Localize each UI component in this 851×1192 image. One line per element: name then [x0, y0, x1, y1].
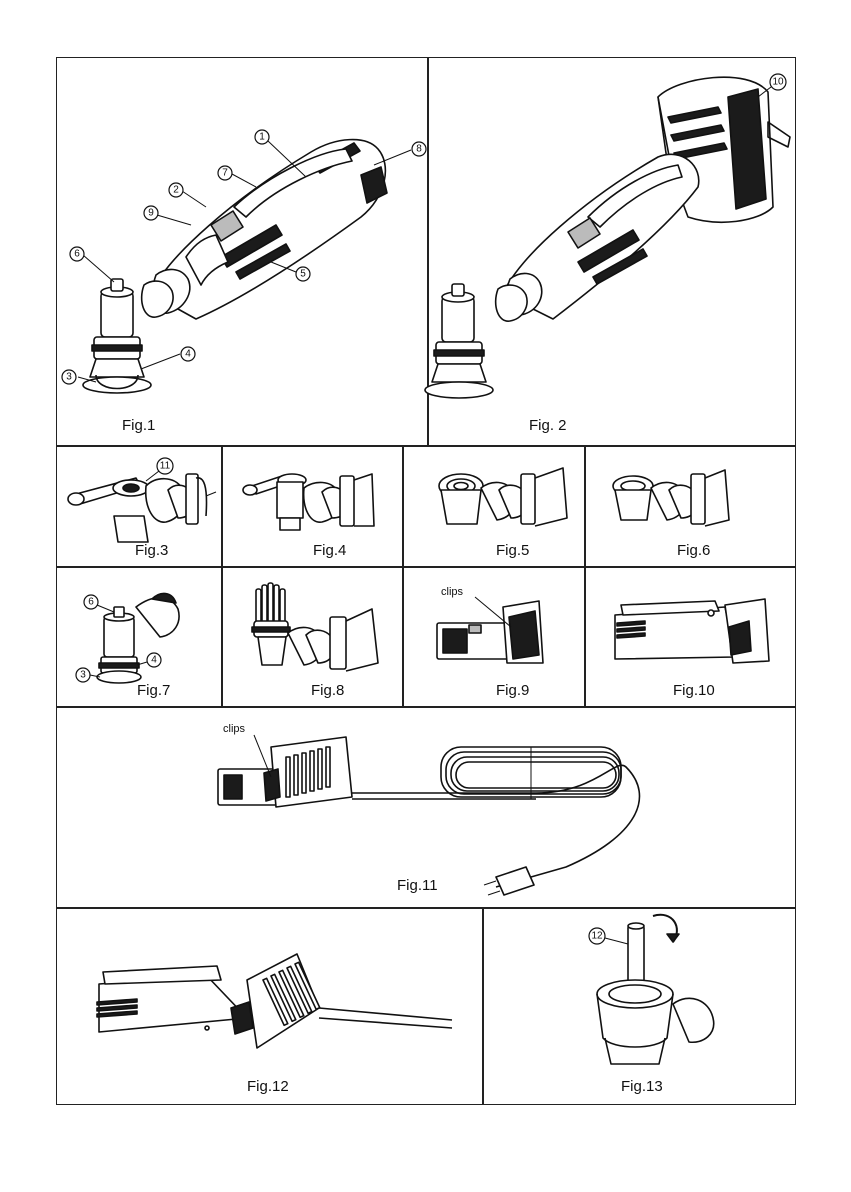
caption-fig3: Fig.3: [135, 543, 168, 558]
caption-fig5: Fig.5: [496, 543, 529, 558]
callout-3-fig7: 3: [80, 670, 86, 681]
fig9-battery-clips-illustration: clips: [403, 567, 584, 706]
caption-fig2: Fig. 2: [529, 418, 567, 433]
caption-fig12: Fig.12: [247, 1079, 289, 1094]
callout-6-fig7: 6: [88, 597, 94, 608]
caption-fig4: Fig.4: [313, 543, 346, 558]
clips-label-fig11: clips: [223, 723, 246, 735]
fig5-pad-removed-illustration: [403, 446, 584, 566]
fig13-spindle-tightening-illustration: 12: [483, 908, 796, 1105]
callout-11: 11: [160, 461, 171, 472]
clips-label-fig9: clips: [441, 586, 464, 598]
callout-6: 6: [74, 249, 80, 260]
callout-1: 1: [259, 132, 265, 143]
caption-fig8: Fig.8: [311, 683, 344, 698]
caption-fig11: Fig.11: [397, 878, 438, 893]
caption-fig9: Fig.9: [496, 683, 529, 698]
callout-10: 10: [772, 77, 784, 88]
caption-fig7: Fig.7: [137, 683, 170, 698]
callout-9: 9: [148, 208, 154, 219]
fig2-polisher-with-battery-illustration: 10: [428, 57, 796, 445]
fig12-cord-adapter-attached-illustration: [57, 908, 482, 1105]
rotation-arrow-icon: [667, 934, 679, 942]
callout-12: 12: [591, 931, 603, 942]
callout-4: 4: [185, 349, 191, 360]
callout-8: 8: [416, 144, 422, 155]
callout-7: 7: [222, 168, 228, 179]
caption-fig10: Fig.10: [673, 683, 715, 698]
callout-5: 5: [300, 269, 306, 280]
fig4-wrench-loosening-illustration: [222, 446, 402, 566]
caption-fig6: Fig.6: [677, 543, 710, 558]
callout-3: 3: [66, 372, 72, 383]
callout-4-fig7: 4: [151, 655, 157, 666]
caption-fig13: Fig.13: [621, 1079, 663, 1094]
fig1-polisher-illustration: 1 2 3 4 5 6 7 8 9: [56, 57, 427, 445]
caption-fig1: Fig.1: [122, 418, 155, 433]
callout-2: 2: [173, 185, 179, 196]
